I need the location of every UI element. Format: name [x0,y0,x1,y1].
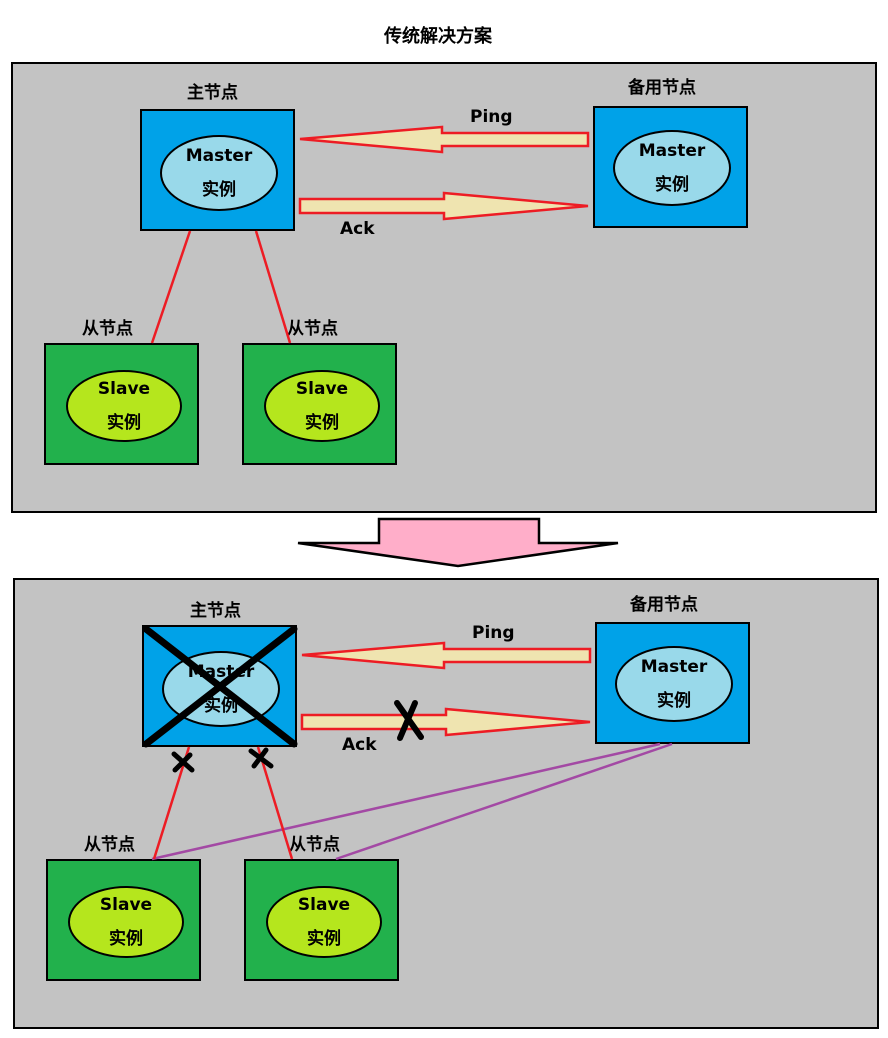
top-slave1-text2: 实例 [107,413,141,433]
top-ack-label: Ack [340,219,375,239]
top-slave1-label: 从节点 [82,319,133,339]
transition-arrow [297,517,619,568]
bottom-master-label: 主节点 [190,601,241,621]
link1-broken-cross-icon [171,751,195,773]
top-backup-text2: 实例 [655,175,689,195]
bottom-slave2-text2: 实例 [307,929,341,949]
bottom-backup-node: Master 实例 [595,622,750,744]
top-master-text2: 实例 [202,180,236,200]
bottom-backup-label: 备用节点 [630,595,698,615]
bottom-ack-arrow [300,707,591,737]
top-slave2-node: Slave 实例 [242,343,397,465]
top-backup-label: 备用节点 [628,78,696,98]
bottom-ping-arrow [301,641,592,670]
ack-broken-cross-icon [394,700,424,741]
bottom-master-text2: 实例 [204,696,238,716]
bottom-link-master-slave1 [152,746,191,860]
top-slave2-text1: Slave [295,379,349,399]
top-ping-arrow [299,125,590,154]
bottom-ack-label: Ack [342,735,377,755]
top-ping-label: Ping [470,107,513,127]
bottom-ping-label: Ping [472,623,515,643]
bottom-slave1-text2: 实例 [109,929,143,949]
bottom-backup-text1: Master [640,657,708,677]
bottom-backup-text2: 实例 [657,691,691,711]
top-backup-text1: Master [638,141,706,161]
top-link-master-slave1 [150,230,192,344]
top-slave2-text2: 实例 [305,413,339,433]
top-backup-instance: Master 实例 [613,130,731,206]
link2-broken-cross-icon [248,747,274,769]
bottom-backup-instance: Master 实例 [615,646,733,722]
master-failed-cross-icon [142,625,298,748]
top-master-label: 主节点 [187,83,238,103]
top-ack-arrow [298,191,589,221]
top-slave2-label: 从节点 [287,319,338,339]
top-slave1-instance: Slave 实例 [66,370,182,442]
top-master-text1: Master [185,146,253,166]
bottom-slave2-instance: Slave 实例 [266,886,382,958]
top-slave1-text1: Slave [97,379,151,399]
bottom-slave2-text1: Slave [297,895,351,915]
diagram-title: 传统解决方案 [384,26,492,47]
top-slave1-node: Slave 实例 [44,343,199,465]
bottom-slave2-node: Slave 实例 [244,859,399,981]
bottom-slave2-label: 从节点 [289,835,340,855]
bottom-link-master-slave2 [256,746,294,860]
bottom-slave1-text1: Slave [99,895,153,915]
top-backup-node: Master 实例 [593,106,748,228]
bottom-link-backup-slave1 [151,742,661,861]
bottom-slave1-node: Slave 实例 [46,859,201,981]
bottom-slave1-instance: Slave 实例 [68,886,184,958]
top-link-master-slave2 [254,230,292,344]
bottom-link-backup-slave2 [335,742,673,861]
top-master-instance: Master 实例 [160,135,278,211]
top-slave2-instance: Slave 实例 [264,370,380,442]
bottom-slave1-label: 从节点 [84,835,135,855]
top-master-node: Master 实例 [140,109,295,231]
